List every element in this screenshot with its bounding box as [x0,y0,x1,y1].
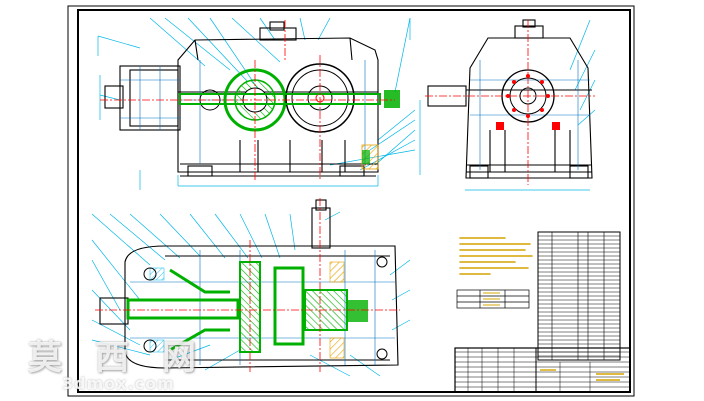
spec-table [456,289,530,309]
title-block [454,347,631,393]
sheet-outer-border [67,5,635,397]
front-view-gears [199,63,355,133]
parts-list-table [537,231,621,361]
front-view [97,17,416,190]
technical-notes [459,237,533,275]
side-view [419,19,596,191]
top-section-view [91,198,411,377]
sheet-inner-border [77,9,631,393]
